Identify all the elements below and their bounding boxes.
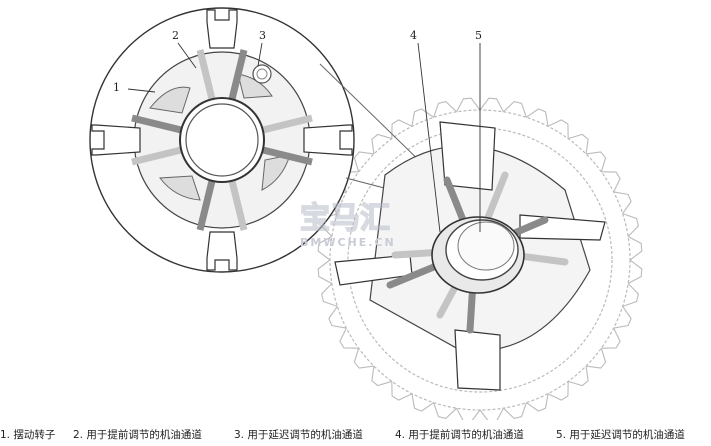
sprocket-tooth (547, 119, 569, 139)
sprocket-tooth (371, 366, 392, 387)
sprocket-tooth (503, 100, 527, 118)
sprocket-tooth (622, 213, 640, 237)
callout-4: 4 (410, 29, 417, 42)
sprocket-tooth (627, 236, 643, 261)
sprocket-tooth (411, 108, 434, 127)
sprocket-tooth (320, 283, 338, 307)
leader-lines (127, 42, 481, 233)
sprocket-tooth (613, 306, 632, 329)
caption-item-5: 5. 用于延迟调节的机油通道 (556, 429, 685, 441)
watermark-logo-text: 宝马汇 (300, 201, 390, 236)
callout-1: 1 (113, 81, 120, 94)
sprocket-tooth (353, 348, 374, 369)
rotor-front-view (89, 7, 355, 273)
sprocket-tooth (568, 366, 589, 387)
sprocket-tooth (586, 151, 607, 172)
sprocket-tooth (613, 191, 632, 214)
figure-caption: 1. 摆动转子 2. 用于提前调节的机油通道 3. 用于延迟调节的机油通道 4.… (0, 427, 711, 443)
sprocket-tooth (456, 407, 481, 420)
sprocket-tooth (433, 402, 457, 420)
caption-item-1: 1. 摆动转子 (0, 429, 56, 441)
sprocket-tooth (479, 97, 504, 113)
sprocket-tooth (353, 151, 374, 172)
sprocket-tooth (339, 327, 359, 349)
sprocket-tooth (627, 259, 643, 284)
sprocket-tooth (568, 133, 589, 154)
sprocket-tooth (479, 407, 504, 420)
watermark-url: BMWCHE.CN (300, 236, 396, 249)
sprocket-tooth (601, 171, 621, 193)
watermark-logo: 宝马汇 (299, 200, 391, 237)
sprocket-tooth (526, 393, 549, 412)
sprocket-tooth (328, 306, 347, 329)
caption-item-2: 2. 用于提前调节的机油通道 (73, 429, 202, 441)
sprocket-tooth (526, 108, 549, 127)
sprocket-tooth (622, 283, 640, 307)
callout-2: 2 (172, 29, 179, 42)
sprocket-tooth (433, 100, 457, 118)
sprocket-tooth (601, 327, 621, 349)
sprocket-tooth (456, 97, 481, 113)
sprocket-tooth (411, 393, 434, 412)
sprocket-tooth (391, 381, 413, 401)
sprocket-tooth (317, 236, 333, 261)
sprocket-tooth (547, 381, 569, 401)
caption-item-4: 4. 用于提前调节的机油通道 (395, 429, 524, 441)
sprocket-tooth (371, 133, 392, 154)
sprocket-tooth (391, 119, 413, 139)
vanos-rotor-diagram (89, 7, 643, 420)
callout-3: 3 (259, 29, 266, 42)
sprocket-tooth (503, 402, 527, 420)
callout-5: 5 (475, 29, 482, 42)
sprocket-tooth (317, 259, 333, 284)
sprocket-tooth (586, 348, 607, 369)
rotor-perspective-view (334, 121, 606, 391)
caption-item-3: 3. 用于延迟调节的机油通道 (234, 429, 363, 441)
